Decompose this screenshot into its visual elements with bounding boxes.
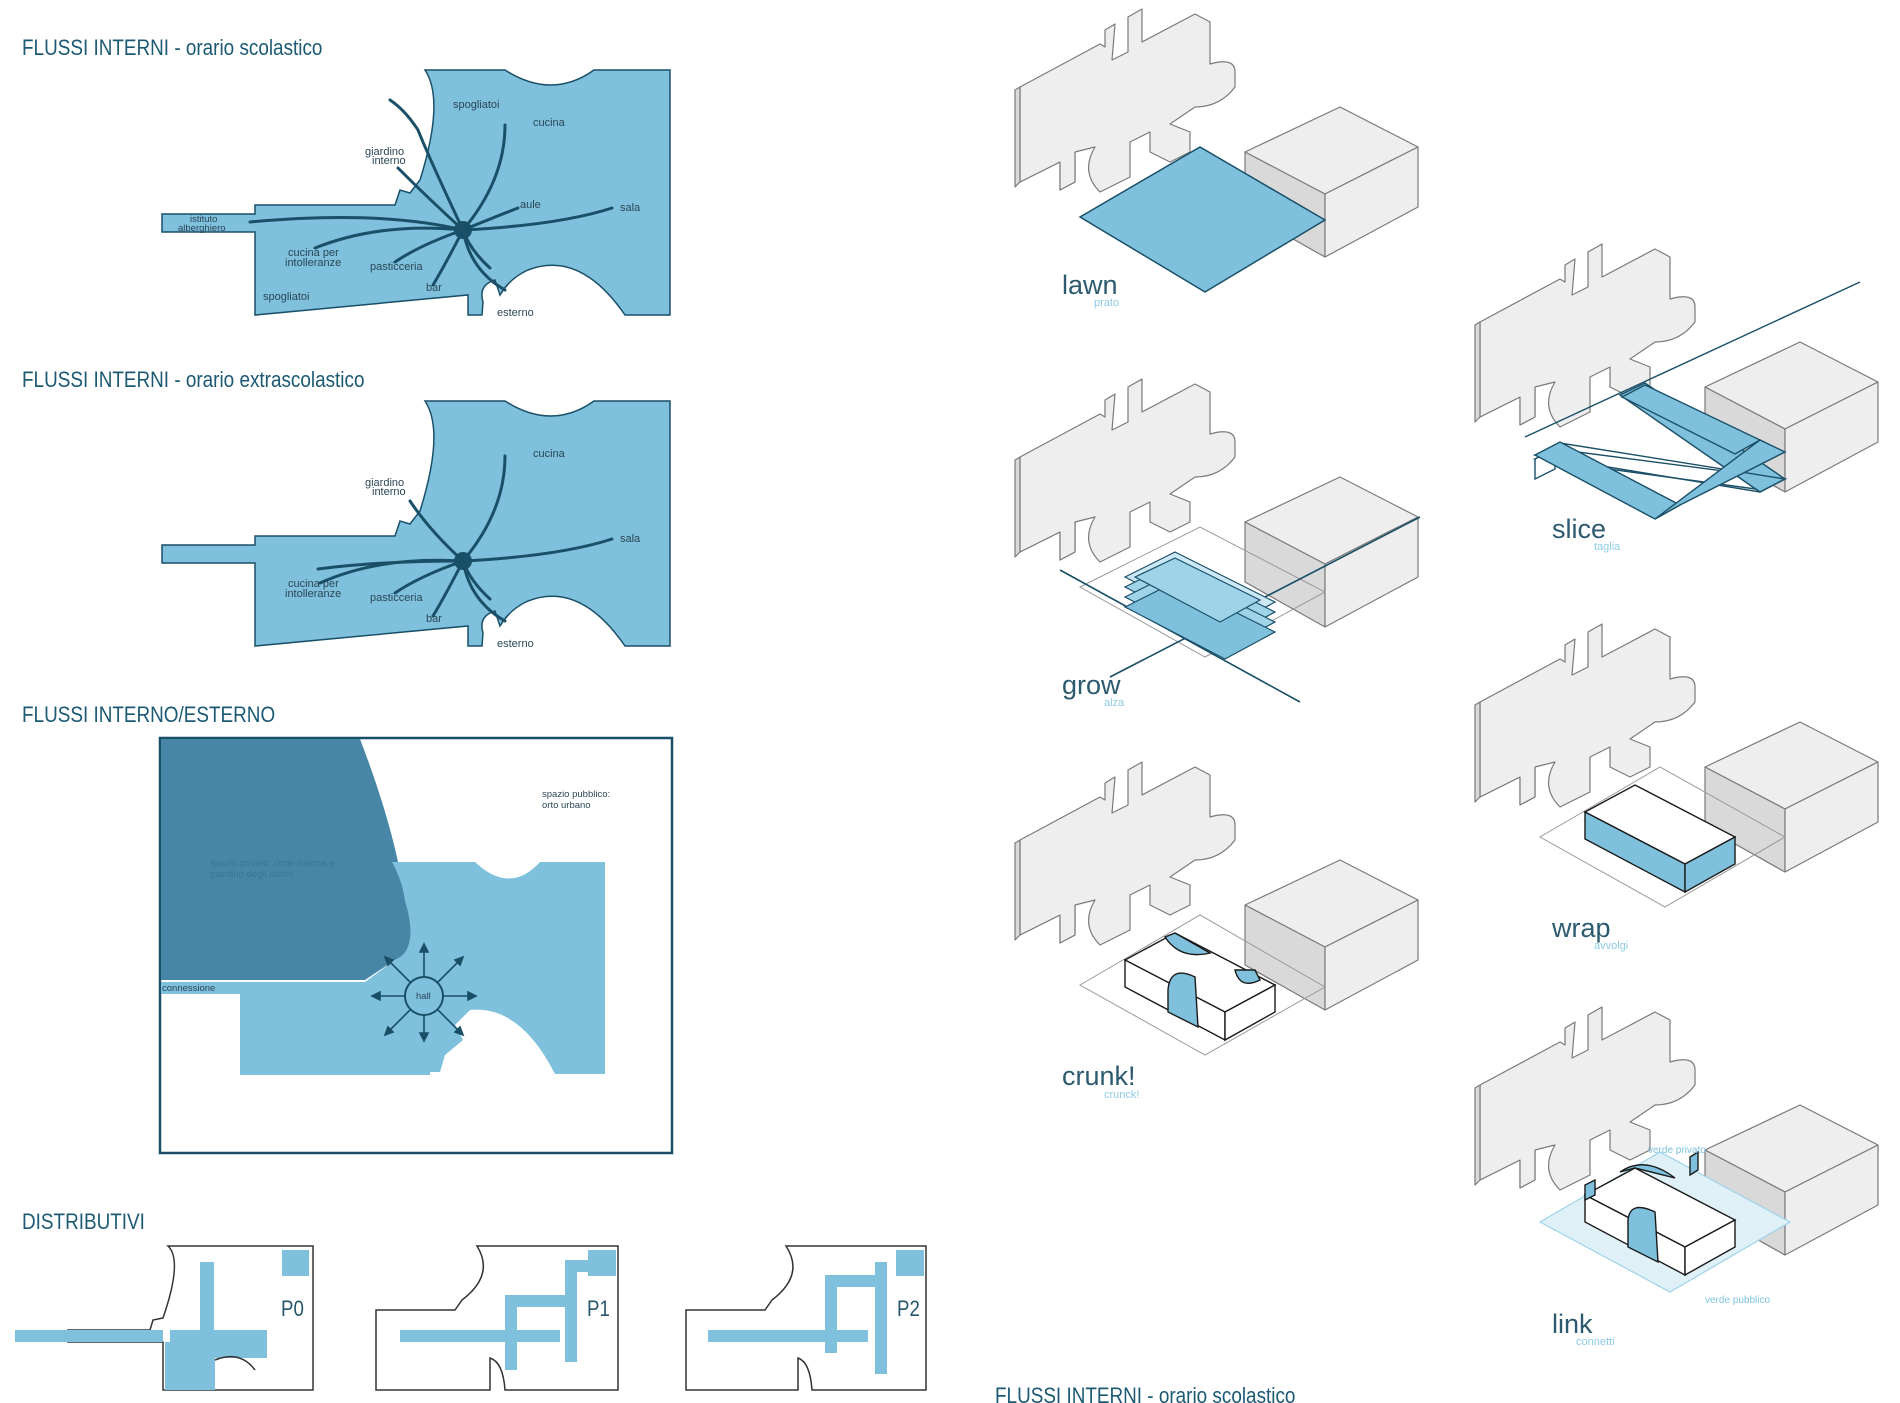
label-p0: P0 xyxy=(281,1298,304,1322)
caption-grow: grow xyxy=(1062,670,1121,700)
label-giardino: giardino xyxy=(365,477,404,489)
axon-slice: slice taglia xyxy=(1474,243,1879,553)
label-orto-urbano: orto urbano xyxy=(542,800,591,811)
title-distributivi: DISTRIBUTIVI xyxy=(22,1210,145,1235)
label-alberghiero: alberghiero xyxy=(178,223,226,234)
label-spazio-privato: spazio privato: corte interna e xyxy=(210,858,335,869)
label-spogliatoi-2: spogliatoi xyxy=(263,291,309,303)
plan-level-p2: P2 xyxy=(685,1245,927,1391)
flow-plan-extrascolastico xyxy=(161,400,671,647)
caption-crunk: crunk! xyxy=(1062,1061,1136,1091)
label-intolleranze: intolleranze xyxy=(285,257,341,269)
caption-avvolgi: avvolgi xyxy=(1594,940,1628,952)
label-giardino-aromi: giardino degli aromi xyxy=(210,869,293,880)
caption-taglia: taglia xyxy=(1594,541,1621,553)
caption-link: link xyxy=(1552,1309,1593,1339)
label-bar: bar xyxy=(426,282,442,294)
label-giardino: giardino xyxy=(365,146,404,158)
label-intolleranze: intolleranze xyxy=(285,588,341,600)
label-spazio-pubblico: spazio pubblico: xyxy=(542,789,610,800)
caption-lawn: lawn xyxy=(1062,270,1118,300)
label-interno: interno xyxy=(372,155,406,167)
label-interno: interno xyxy=(372,486,406,498)
caption-slice: slice xyxy=(1552,514,1606,544)
title-flussi-extrascolastico: FLUSSI INTERNI - orario extrascolastico xyxy=(22,368,364,393)
label-verde-privato: verde privato xyxy=(1648,1145,1706,1156)
label-pasticceria: pasticceria xyxy=(370,592,423,604)
label-cucina: cucina xyxy=(533,117,566,129)
label-istituto: istituto xyxy=(190,214,217,225)
caption-connetti: connetti xyxy=(1576,1336,1615,1348)
caption-crunck: crunck! xyxy=(1104,1089,1139,1101)
label-esterno: esterno xyxy=(497,307,534,319)
label-hall: hall xyxy=(416,991,431,1002)
axon-grow: grow alza xyxy=(1014,378,1421,709)
label-spogliatoi: spogliatoi xyxy=(453,99,499,111)
axon-wrap: wrap avvolgi xyxy=(1474,623,1879,952)
plan-level-p1: P1 xyxy=(375,1245,619,1391)
caption-wrap: wrap xyxy=(1551,913,1611,943)
title-flussi-interno-esterno: FLUSSI INTERNO/ESTERNO xyxy=(22,703,275,728)
axon-lawn: lawn prato xyxy=(1014,8,1419,309)
label-cucina: cucina xyxy=(533,448,566,460)
label-p1: P1 xyxy=(587,1298,610,1322)
bottom-cut-title: FLUSSI INTERNI - orario scolastico xyxy=(995,1384,1295,1403)
label-sala: sala xyxy=(620,202,641,214)
plan2-labels: cucina giardino interno sala cucina per … xyxy=(285,448,641,650)
axon-crunk: crunk! crunck! xyxy=(1014,761,1419,1101)
flow-plan-interno-esterno xyxy=(158,736,674,1155)
label-bar: bar xyxy=(426,613,442,625)
label-connessione: connessione xyxy=(162,983,215,994)
label-pasticceria: pasticceria xyxy=(370,261,423,273)
caption-alza: alza xyxy=(1104,697,1125,709)
plan1-labels: spogliatoi cucina giardino interno istit… xyxy=(178,99,641,319)
title-flussi-scolastico: FLUSSI INTERNI - orario scolastico xyxy=(22,36,322,61)
label-cucina-per: cucina per xyxy=(288,247,339,259)
flow-plan-scolastico xyxy=(161,69,671,316)
plan3-labels: spazio pubblico: orto urbano spazio priv… xyxy=(162,789,610,1002)
label-p2: P2 xyxy=(897,1298,920,1322)
axon-link: verde privato verde pubblico link connet… xyxy=(1474,1006,1879,1348)
caption-prato: prato xyxy=(1094,297,1119,309)
label-verde-pubblico: verde pubblico xyxy=(1705,1295,1770,1306)
label-aule: aule xyxy=(520,199,541,211)
label-cucina-per: cucina per xyxy=(288,578,339,590)
label-sala: sala xyxy=(620,533,641,545)
label-esterno: esterno xyxy=(497,638,534,650)
plan-level-p0: P0 xyxy=(15,1245,314,1391)
